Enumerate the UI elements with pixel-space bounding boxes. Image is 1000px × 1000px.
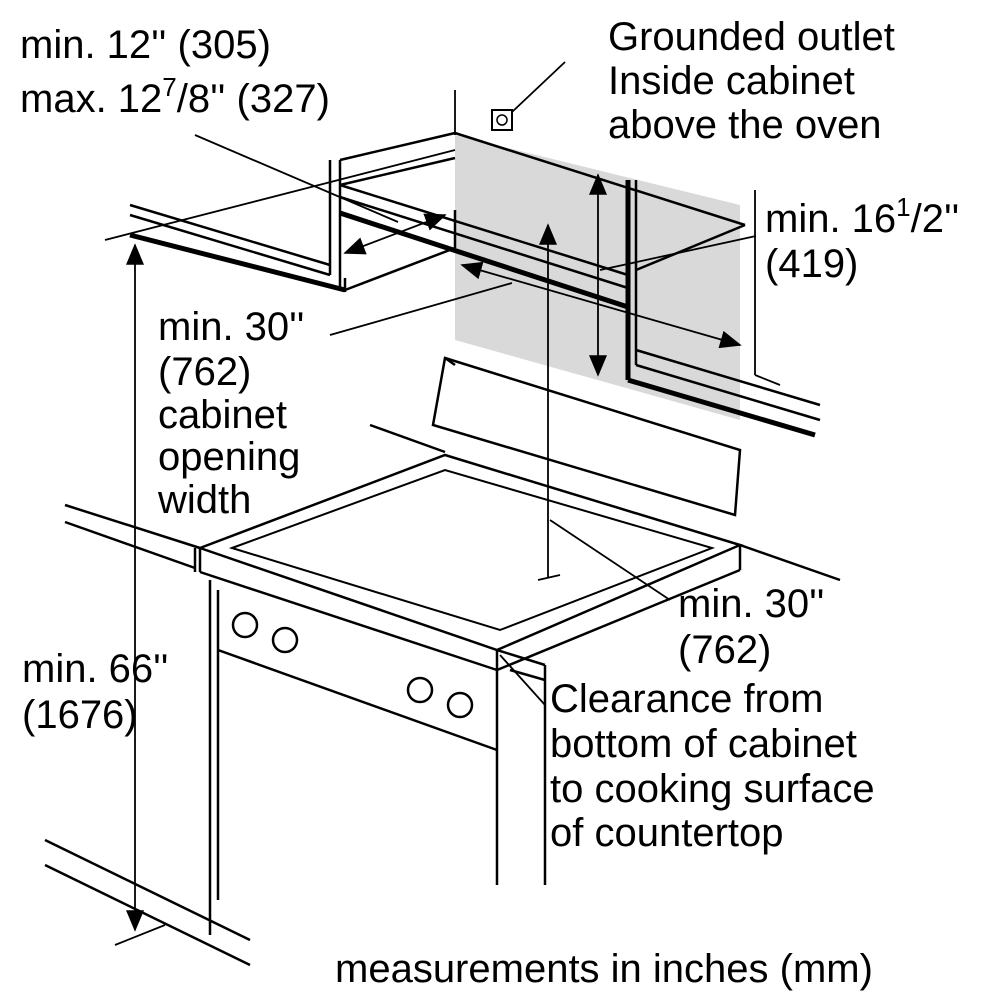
label-height: min. 161/2'' — [765, 192, 959, 241]
knob — [446, 691, 474, 719]
dimension-lines — [114, 134, 757, 946]
label-clearance-desc-3: to cooking surface — [550, 767, 875, 811]
label-width-3: cabinet — [158, 393, 287, 437]
left-cabinet — [104, 149, 456, 293]
label-outlet-3: above the oven — [608, 103, 882, 147]
label-depth-max: max. 127/8'' (327) — [20, 72, 330, 121]
knob — [231, 611, 259, 639]
range — [196, 356, 744, 935]
label-clearance-desc-2: bottom of cabinet — [550, 722, 857, 766]
outlet-icon — [491, 109, 513, 131]
label-outlet-2: Inside cabinet — [608, 59, 855, 103]
label-clearance-desc-4: of countertop — [550, 811, 784, 855]
label-clearance-1: min. 30'' — [678, 582, 824, 626]
label-width-2: (762) — [158, 350, 251, 394]
label-overall-2: (1676) — [22, 693, 138, 737]
label-height-mm: (419) — [765, 242, 858, 286]
footer-note: measurements in inches (mm) — [335, 947, 873, 991]
label-clearance-desc-1: Clearance from — [550, 677, 823, 721]
knob — [271, 626, 299, 654]
label-width-5: width — [157, 478, 251, 522]
label-width-1: min. 30'' — [158, 305, 304, 349]
label-depth-min: min. 12'' (305) — [20, 23, 271, 67]
knob — [406, 676, 434, 704]
label-clearance-2: (762) — [678, 628, 771, 672]
label-width-4: opening — [158, 435, 300, 479]
label-outlet-1: Grounded outlet — [608, 15, 895, 59]
label-overall-1: min. 66'' — [22, 647, 168, 691]
